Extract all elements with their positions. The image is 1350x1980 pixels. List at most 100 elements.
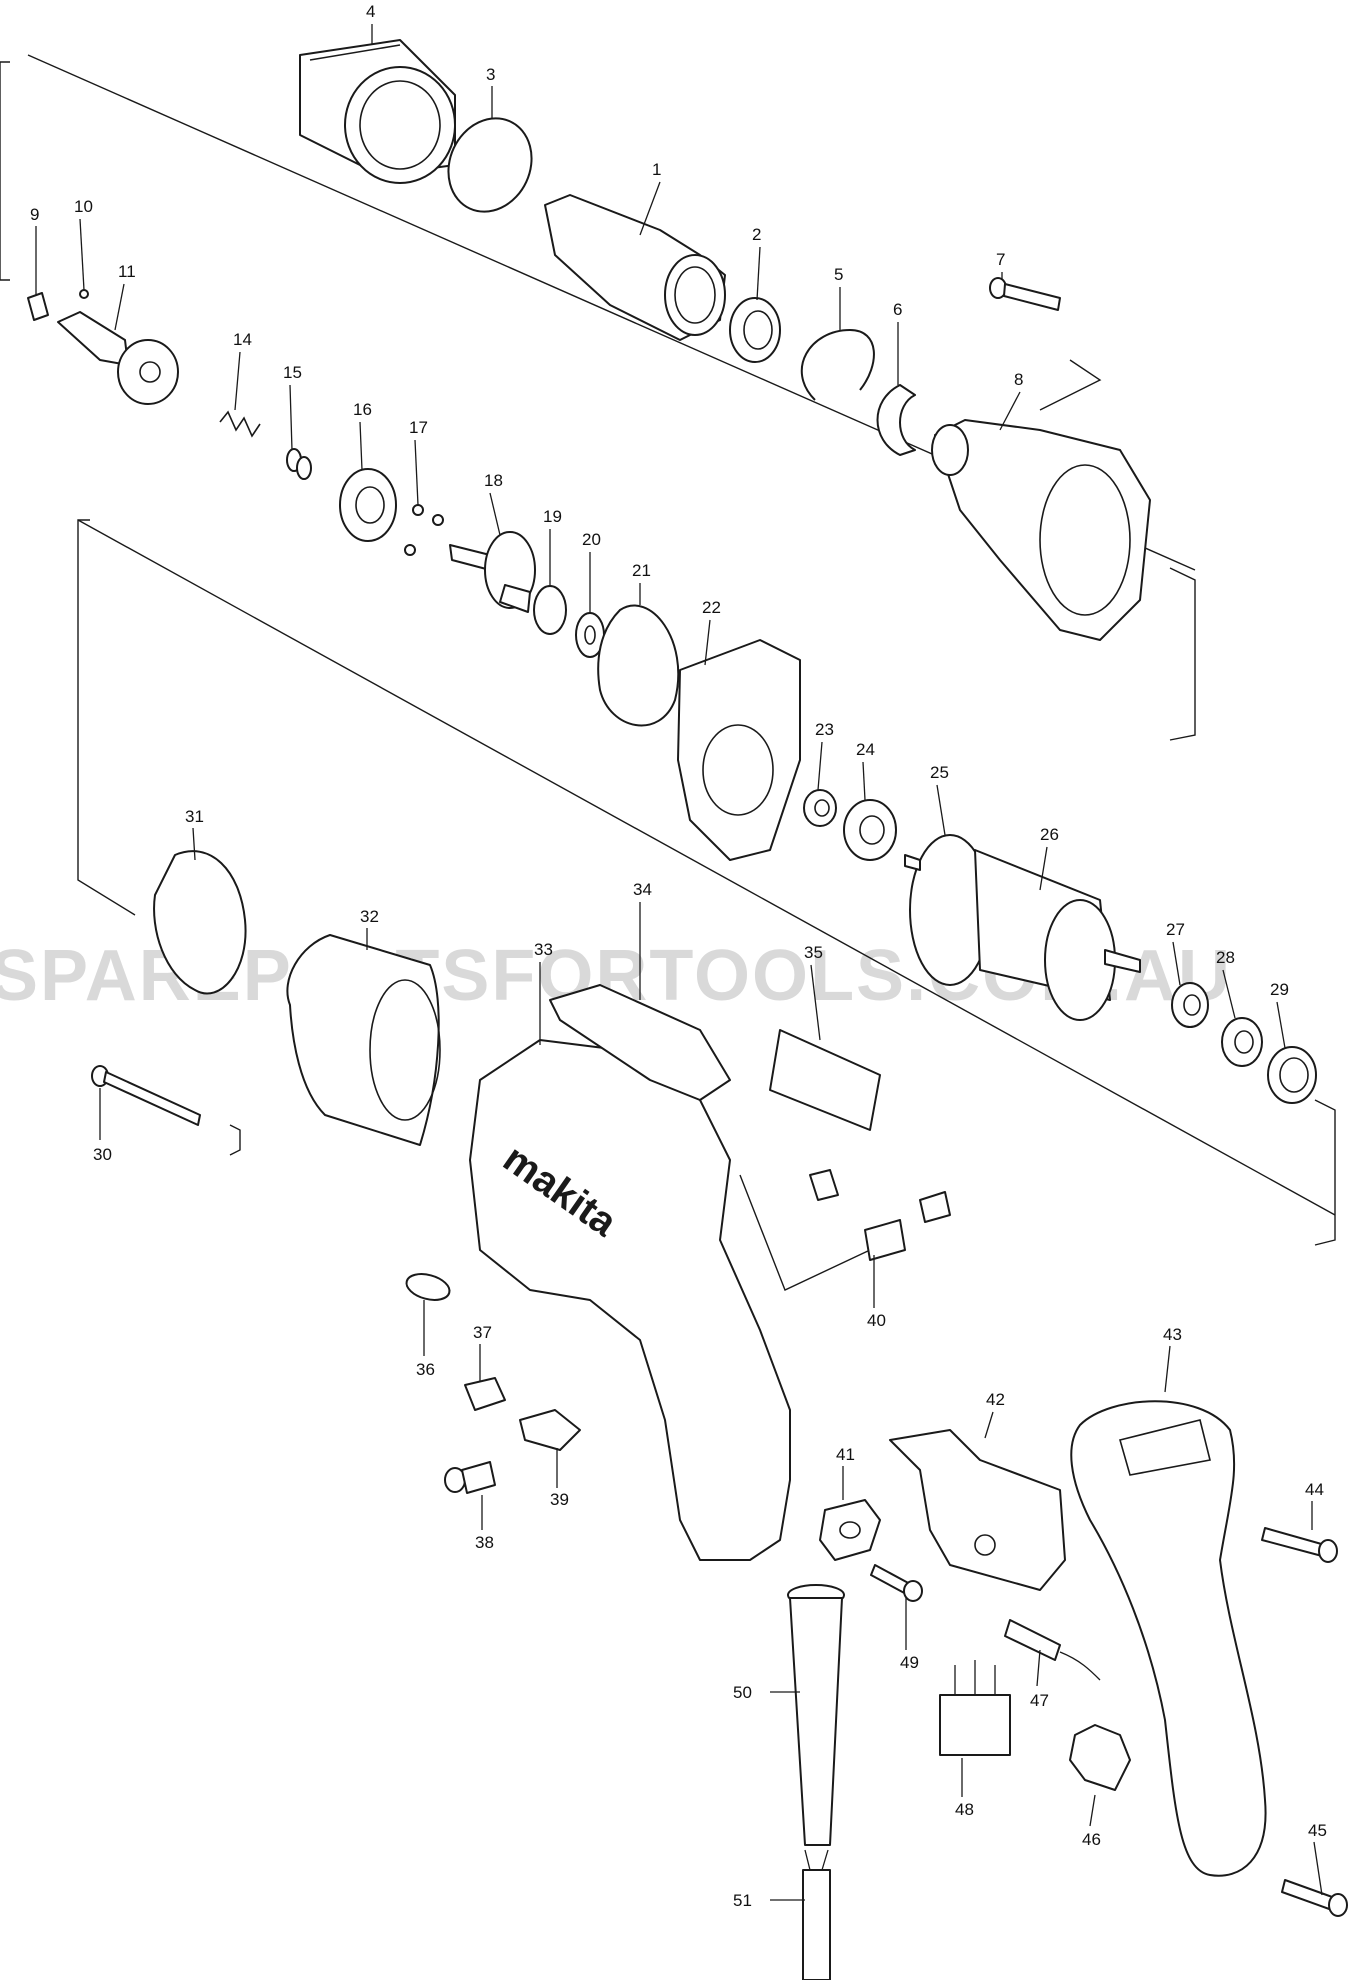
callout-29: 29	[1270, 980, 1289, 999]
part-50-cord-guard	[787, 1584, 845, 1846]
callout-41: 41	[836, 1445, 855, 1464]
callout-24: 24	[856, 740, 875, 759]
callout-36: 36	[416, 1360, 435, 1379]
leader-line-27	[1172, 941, 1181, 986]
callout-23: 23	[815, 720, 834, 739]
leader-line-28	[1222, 969, 1236, 1019]
leader-line-17	[414, 439, 419, 506]
callout-7: 7	[996, 250, 1005, 269]
part-24-ball-bearing	[843, 799, 897, 861]
part-31-baffle-plate	[153, 850, 247, 995]
part-7-screw	[989, 277, 1061, 311]
part-30-screw	[91, 1065, 201, 1126]
part-9-cap	[27, 292, 49, 321]
callout-39: 39	[550, 1490, 569, 1509]
callout-40: 40	[867, 1311, 886, 1330]
callout-15: 15	[283, 363, 302, 382]
callout-20: 20	[582, 530, 601, 549]
part-49-screw	[870, 1564, 923, 1602]
callout-45: 45	[1308, 1821, 1327, 1840]
callout-46: 46	[1082, 1830, 1101, 1849]
callout-11: 11	[118, 262, 136, 281]
leader-line-8	[999, 391, 1021, 431]
part-28-ball-bearing	[1221, 1017, 1263, 1067]
part-48-capacitor	[939, 1660, 1011, 1756]
callout-14: 14	[233, 330, 252, 349]
callout-51: 51	[733, 1891, 752, 1910]
callout-25: 25	[930, 763, 949, 782]
part-42-switch	[889, 1429, 1066, 1591]
part-6-ring-spring	[876, 384, 916, 456]
callout-35: 35	[804, 943, 823, 962]
callout-27: 27	[1166, 920, 1185, 939]
part-41-strain-relief	[819, 1499, 881, 1561]
callout-28: 28	[1216, 948, 1235, 967]
leader-line-42	[984, 1411, 994, 1439]
part-34-hook	[549, 984, 731, 1101]
callout-5: 5	[834, 265, 843, 284]
callout-18: 18	[484, 471, 503, 490]
part-39-holder	[519, 1409, 581, 1451]
part-40-brush-holder-set	[809, 1169, 951, 1261]
part-23-bearing	[803, 789, 837, 827]
leader-line-14	[234, 351, 241, 411]
callout-30: 30	[93, 1145, 112, 1164]
callout-26: 26	[1040, 825, 1059, 844]
callout-17: 17	[409, 418, 428, 437]
leader-line-26	[1039, 846, 1048, 891]
part-32-field	[286, 934, 441, 1146]
leader-line-2	[756, 246, 761, 301]
part-18-spur-gear	[449, 531, 536, 613]
part-17-steel-balls	[404, 504, 444, 556]
callout-49: 49	[900, 1653, 919, 1672]
part-22-bearing-box	[677, 639, 801, 861]
callout-33: 33	[534, 940, 553, 959]
callout-10: 10	[74, 197, 93, 216]
callout-labels: 1 2 3 4 5 6 7 8 9 10 11 14 15 16 17 18 1…	[30, 2, 1327, 1910]
callout-6: 6	[893, 300, 902, 319]
callout-32: 32	[360, 907, 379, 926]
callout-34: 34	[633, 880, 652, 899]
callout-50: 50	[733, 1683, 752, 1702]
part-8-gear-housing	[931, 419, 1151, 641]
part-5-retaining-ring	[800, 329, 875, 401]
leader-line-10	[79, 218, 85, 291]
part-35-name-plate	[769, 1029, 881, 1131]
callout-16: 16	[353, 400, 372, 419]
callout-38: 38	[475, 1533, 494, 1552]
callout-31: 31	[185, 807, 204, 826]
leader-line-11	[114, 283, 125, 331]
callout-2: 2	[752, 225, 761, 244]
part-25-26-armature	[904, 834, 1141, 1021]
leader-line-43	[1164, 1345, 1171, 1393]
callout-22: 22	[702, 598, 721, 617]
callout-21: 21	[632, 561, 651, 580]
leader-line-16	[359, 421, 363, 471]
leader-line-31	[192, 827, 196, 861]
callout-47: 47	[1030, 1691, 1049, 1710]
leader-line-15	[289, 384, 293, 451]
callout-37: 37	[473, 1323, 492, 1342]
part-38-carbon-brush	[444, 1461, 496, 1494]
callout-1: 1	[652, 160, 661, 179]
part-36-oval-plate	[405, 1273, 451, 1301]
part-44-screw	[1261, 1527, 1338, 1563]
part-19-thrust-bearing	[533, 585, 567, 635]
part-45-screw	[1281, 1879, 1348, 1917]
leader-line-45	[1313, 1841, 1323, 1896]
part-16-cam	[339, 468, 397, 542]
callout-9: 9	[30, 205, 39, 224]
part-33-motor-housing: makita	[469, 1039, 791, 1561]
callout-8: 8	[1014, 370, 1023, 389]
leader-line-35	[810, 964, 821, 1041]
callout-44: 44	[1305, 1480, 1324, 1499]
part-1-spindle-housing	[544, 194, 726, 341]
part-11-spindle	[57, 311, 179, 405]
leader-line-25	[936, 784, 946, 836]
callout-48: 48	[955, 1800, 974, 1819]
part-14-spring	[219, 410, 261, 438]
part-29-rubber-ring	[1267, 1046, 1317, 1104]
leader-line-18	[489, 492, 501, 536]
part-27-insulation-washer	[1171, 982, 1209, 1028]
